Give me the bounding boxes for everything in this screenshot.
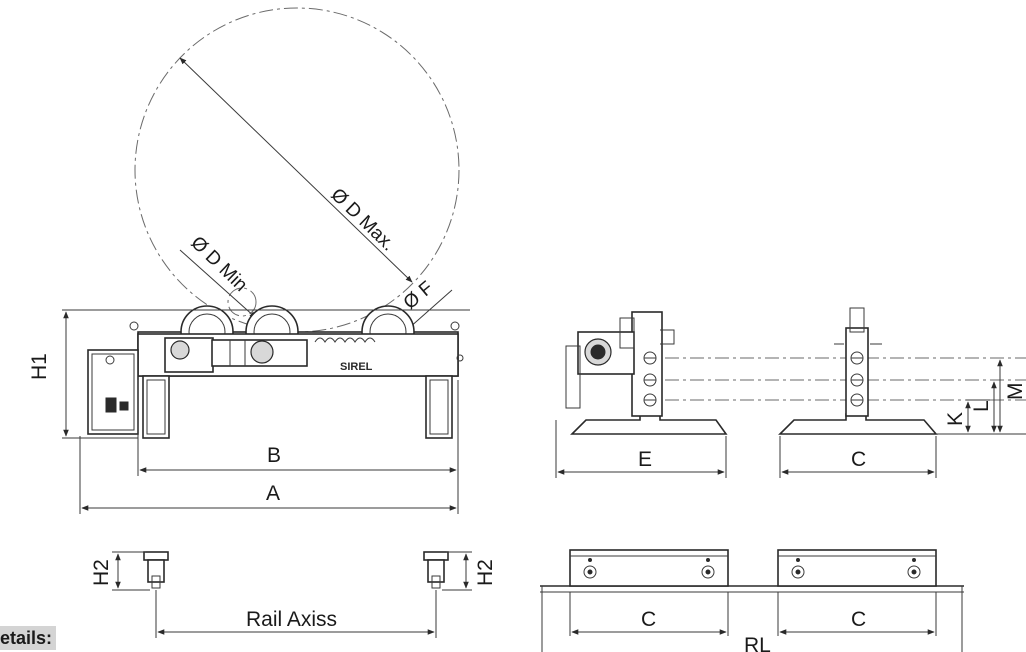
b-label: B <box>267 444 281 467</box>
workpiece-min-circle <box>227 287 257 317</box>
rl-label: RL <box>744 634 771 652</box>
rail-axis-label: Rail Axiss <box>246 608 337 631</box>
h2-right-label: H2 <box>474 559 497 586</box>
idler-base <box>778 413 938 435</box>
front-view: Ø D Max. Ø D Min Ø F SIRE <box>28 7 470 514</box>
k-label: K <box>944 412 967 426</box>
c-side-label: C <box>851 448 866 471</box>
m-label: M <box>1004 383 1026 401</box>
c-bottom-left-label: C <box>641 608 656 631</box>
rail-wheel-right <box>427 559 445 583</box>
rail-view: H2 H2 Rail Axiss <box>90 551 497 638</box>
d-min-dimension-line <box>179 249 257 319</box>
control-box <box>87 349 139 435</box>
l-label: L <box>970 400 993 412</box>
h2-left-label: H2 <box>90 559 113 586</box>
e-label: E <box>638 448 652 471</box>
c-bottom-right-label: C <box>851 608 866 631</box>
rail-wheel-left <box>147 559 165 583</box>
a-label: A <box>266 482 280 505</box>
plan-view: C C RL <box>540 549 964 652</box>
details-heading: etails: <box>0 626 57 650</box>
d-max-label: Ø D Max. <box>327 184 399 255</box>
brand-logo: SIREL <box>340 361 373 373</box>
drive-column <box>631 311 663 417</box>
drive-base <box>570 413 728 435</box>
h1-label: H1 <box>28 353 51 380</box>
workpiece-max-circle <box>134 7 460 333</box>
plan-plate-right <box>777 549 937 587</box>
plan-plate-left <box>569 549 729 587</box>
side-view: E C K L M <box>555 307 1026 478</box>
d-max-dimension-line <box>179 57 413 283</box>
idler-column <box>845 327 869 417</box>
